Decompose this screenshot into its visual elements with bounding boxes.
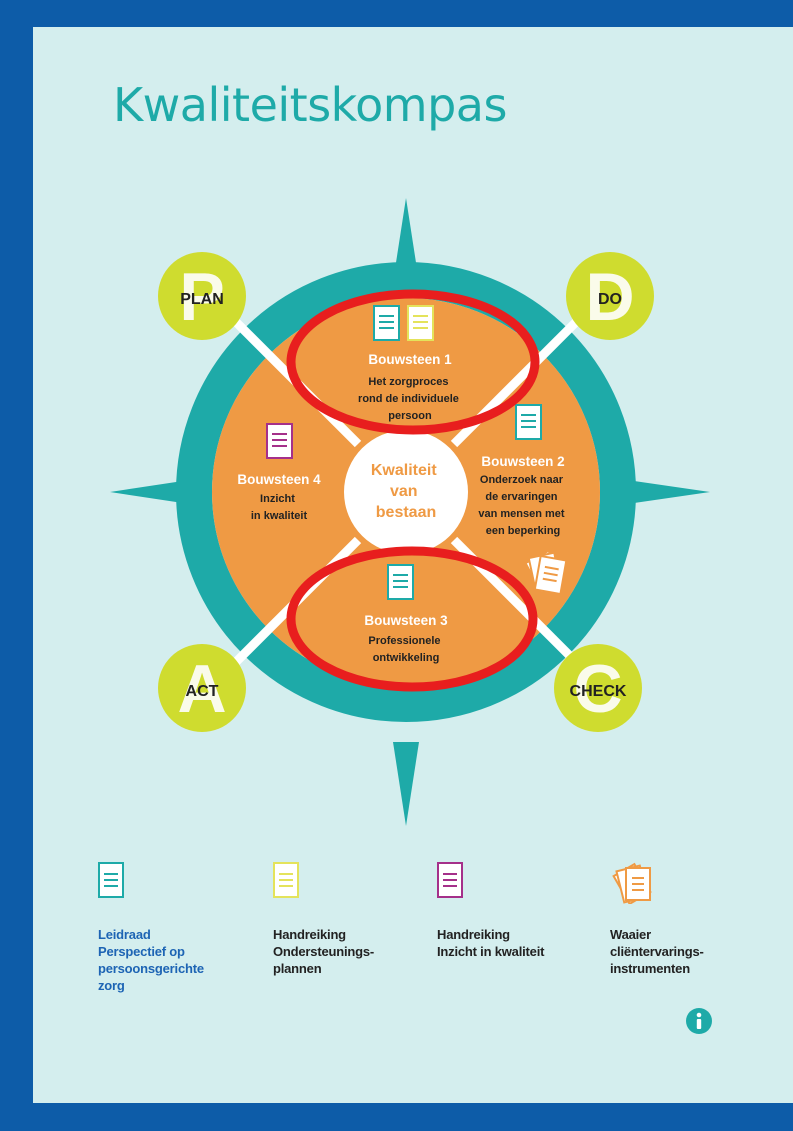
highlight-ellipse-bouwsteen-3 xyxy=(286,546,538,692)
center-label-line3: bestaan xyxy=(376,504,436,521)
cards-fan-icon xyxy=(524,549,568,596)
page-title: Kwaliteitskompas xyxy=(113,78,507,132)
bouwsteen-2-line1: Onderzoek naar xyxy=(480,474,564,486)
legend-label-waaier[interactable]: Waaier cliëntervarings- instrumenten xyxy=(610,927,704,976)
document-teal-icon xyxy=(387,564,414,600)
document-teal-icon xyxy=(515,404,542,440)
phase-plan-label: PLAN xyxy=(180,291,224,308)
center-label-line2: van xyxy=(390,483,418,500)
compass-point-north xyxy=(393,198,419,282)
compass-ring xyxy=(176,262,636,722)
phase-do-label: DO xyxy=(598,291,622,308)
center-label-line1: Kwaliteit xyxy=(371,462,437,479)
phase-plan-letter: P xyxy=(179,259,224,335)
phase-act: A ACT xyxy=(158,644,246,732)
phase-check: C CHECK xyxy=(554,644,642,732)
compass-point-south xyxy=(393,742,419,826)
bouwsteen-4-line1: Inzicht xyxy=(260,493,295,505)
svg-text:Professionele ontwikkeling: Professionele ontwikkeling xyxy=(368,635,443,664)
svg-text:Het zorgproces rond de ind: Het zorgproces rond de individuele perso… xyxy=(358,376,462,422)
bouwsteen-3-line1: Professionele xyxy=(368,635,440,647)
phase-check-letter: C xyxy=(573,651,622,727)
phase-do: D DO xyxy=(566,252,654,340)
bouwsteen-3-title: Bouwsteen 3 xyxy=(364,613,448,628)
center-circle xyxy=(344,430,468,554)
document-yellow-icon xyxy=(273,862,299,898)
svg-text:Kwaliteit van bestaan: Kwaliteit van bestaan xyxy=(371,462,441,521)
legend-item-handreiking-inzicht[interactable]: Handreiking Inzicht in kwaliteit xyxy=(437,862,587,960)
highlight-ellipse-bouwsteen-1 xyxy=(286,289,540,435)
compass-point-west xyxy=(110,479,196,505)
bouwsteen-1-line3: persoon xyxy=(388,410,432,422)
svg-text:Onderzoek naar de ervaring: Onderzoek naar de ervaringen van mensen … xyxy=(478,474,567,537)
bouwsteen-2-line4: een beperking xyxy=(486,525,561,537)
legend-label-handreiking-ondersteuningsplannen[interactable]: Handreiking Ondersteunings- plannen xyxy=(273,927,375,976)
legend-item-handreiking-ondersteuningsplannen[interactable]: Handreiking Ondersteunings- plannen xyxy=(273,862,423,977)
phase-plan: P PLAN xyxy=(158,252,246,340)
document-yellow-icon xyxy=(407,305,434,341)
legend-label-leidraad[interactable]: Leidraad Perspectief op persoonsgerichte… xyxy=(98,927,204,993)
bouwsteen-4-line2: in kwaliteit xyxy=(251,510,308,522)
bouwsteen-1-line2: rond de individuele xyxy=(358,393,459,405)
document-teal-icon xyxy=(373,305,400,341)
document-purple-icon xyxy=(437,862,463,898)
bouwsteen-2-line3: van mensen met xyxy=(478,508,565,520)
document-teal-icon xyxy=(98,862,124,898)
phase-check-label: CHECK xyxy=(570,683,627,700)
document-purple-icon xyxy=(266,423,293,459)
phase-do-letter: D xyxy=(585,259,634,335)
phase-act-letter: A xyxy=(177,651,226,727)
legend-item-waaier[interactable]: Waaier cliëntervarings- instrumenten xyxy=(610,862,760,977)
bouwsteen-2-line2: de ervaringen xyxy=(485,491,557,503)
cards-fan-icon xyxy=(612,862,652,904)
bouwsteen-3-line2: ontwikkeling xyxy=(373,652,440,664)
legend-item-leidraad[interactable]: Leidraad Perspectief op persoonsgerichte… xyxy=(98,862,248,994)
svg-text:Inzicht in kwaliteit: Inzicht in kwaliteit xyxy=(251,493,308,522)
phase-act-label: ACT xyxy=(186,683,219,700)
compass-point-east xyxy=(620,479,710,505)
bouwsteen-1-title: Bouwsteen 1 xyxy=(368,352,452,367)
info-icon[interactable] xyxy=(685,1007,713,1035)
legend-label-handreiking-inzicht[interactable]: Handreiking Inzicht in kwaliteit xyxy=(437,927,545,959)
bouwsteen-4-title: Bouwsteen 4 xyxy=(237,472,321,487)
bouwsteen-2-title: Bouwsteen 2 xyxy=(481,454,564,469)
bouwsteen-1-line1: Het zorgproces xyxy=(368,376,448,388)
